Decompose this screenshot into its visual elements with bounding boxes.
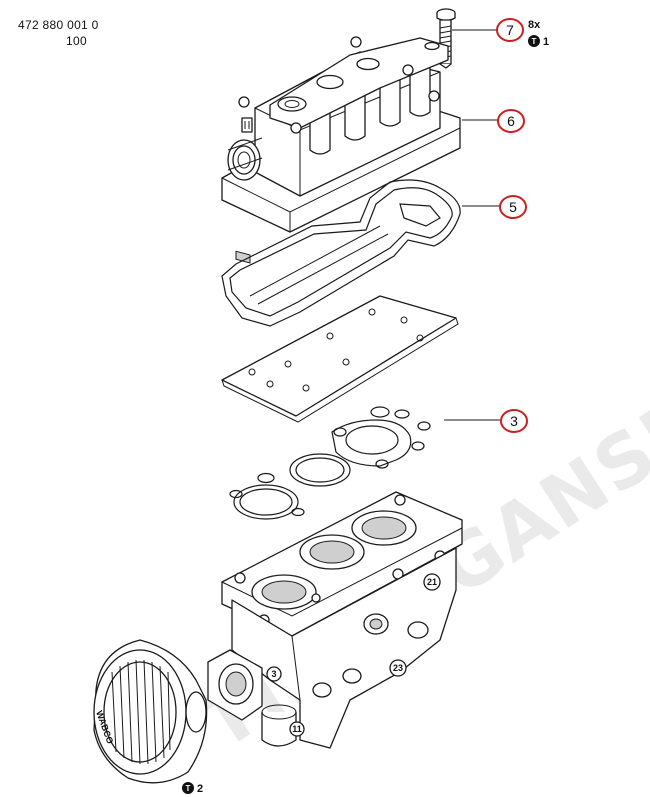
torque-icon-glyph: T [532,37,537,46]
gasket-plate-part [221,295,459,423]
torque-icon: T [186,784,191,793]
port-label-23: 23 [393,663,403,673]
callout-6-label: 6 [507,113,515,129]
callout-5[interactable]: 5 [499,195,527,219]
leader-lines [444,29,500,421]
valve-body-part: 21 23 3 11 [207,491,463,749]
callout-7-label: 7 [506,22,514,38]
screw-part [436,8,456,69]
valve-housing-part [221,36,461,264]
callout-7-torque-value: 1 [543,36,549,48]
callout-3-label: 3 [510,413,518,429]
port-label-11: 11 [292,724,302,734]
callout-6[interactable]: 6 [497,109,525,133]
callout-3[interactable]: 3 [500,409,528,433]
revision-number: 100 [66,34,87,48]
callout-7[interactable]: 7 [496,18,524,42]
outer-gasket-part [221,179,461,327]
o-ring-set-part [229,406,431,520]
port-label-21: 21 [427,577,437,587]
torque-icon [528,35,540,47]
port-label-3: 3 [271,669,276,679]
callout-5-label: 5 [509,199,517,215]
part-number: 472 880 001 0 [18,18,99,32]
callout-7-quantity: 8x [528,19,541,31]
silencer-part: WABCO T 2 [93,639,208,795]
silencer-torque-value: 2 [197,783,203,795]
